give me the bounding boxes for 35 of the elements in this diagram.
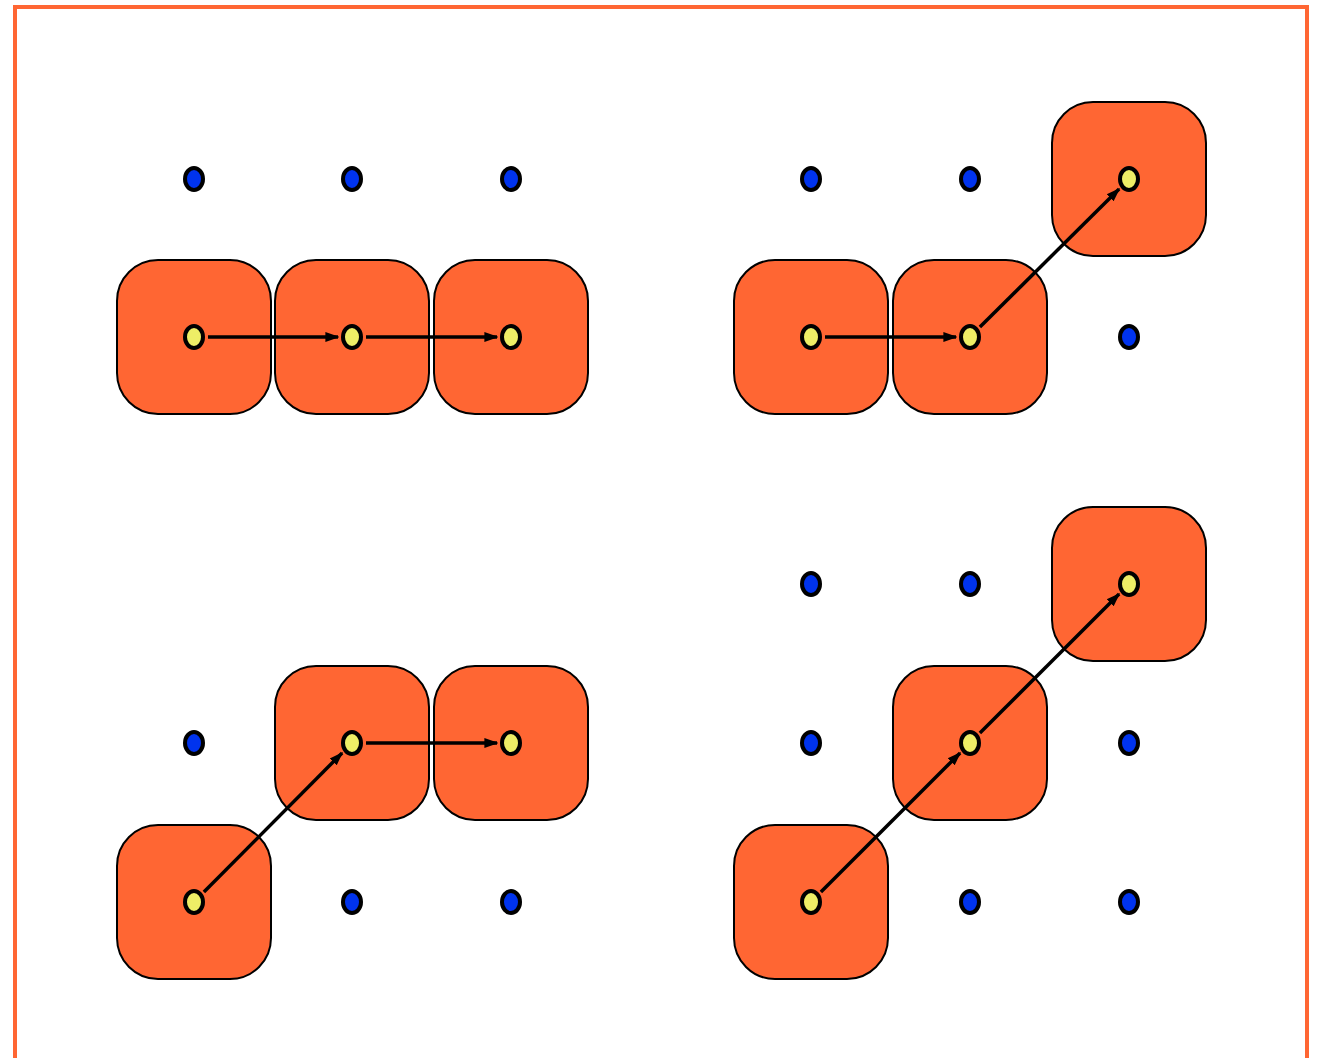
grid-dot xyxy=(500,889,522,915)
marker-dot xyxy=(183,889,205,915)
arrow xyxy=(978,187,1121,329)
grid-dot xyxy=(500,166,522,192)
arrow xyxy=(202,751,344,894)
grid-dot xyxy=(1118,324,1140,350)
grid-dot xyxy=(959,166,981,192)
grid-dot xyxy=(1118,730,1140,756)
grid-dot xyxy=(183,166,205,192)
marker-dot xyxy=(800,324,822,350)
grid-dot xyxy=(341,889,363,915)
marker-dot xyxy=(1118,166,1140,192)
marker-dot xyxy=(341,730,363,756)
arrow xyxy=(978,592,1121,735)
grid-dot xyxy=(800,571,822,597)
grid-dot xyxy=(959,571,981,597)
marker-dot xyxy=(183,324,205,350)
marker-dot xyxy=(500,730,522,756)
grid-dot xyxy=(959,889,981,915)
grid-dot xyxy=(1118,889,1140,915)
marker-dot xyxy=(500,324,522,350)
arrow xyxy=(208,332,340,342)
grid-dot xyxy=(183,730,205,756)
arrow xyxy=(366,332,499,342)
grid-dot xyxy=(800,166,822,192)
arrow xyxy=(366,738,499,748)
marker-dot xyxy=(800,889,822,915)
arrow xyxy=(825,332,958,342)
arrow xyxy=(819,751,962,894)
grid-dot xyxy=(800,730,822,756)
marker-dot xyxy=(959,730,981,756)
marker-dot xyxy=(1118,571,1140,597)
marker-dot xyxy=(959,324,981,350)
grid-dot xyxy=(341,166,363,192)
marker-dot xyxy=(341,324,363,350)
